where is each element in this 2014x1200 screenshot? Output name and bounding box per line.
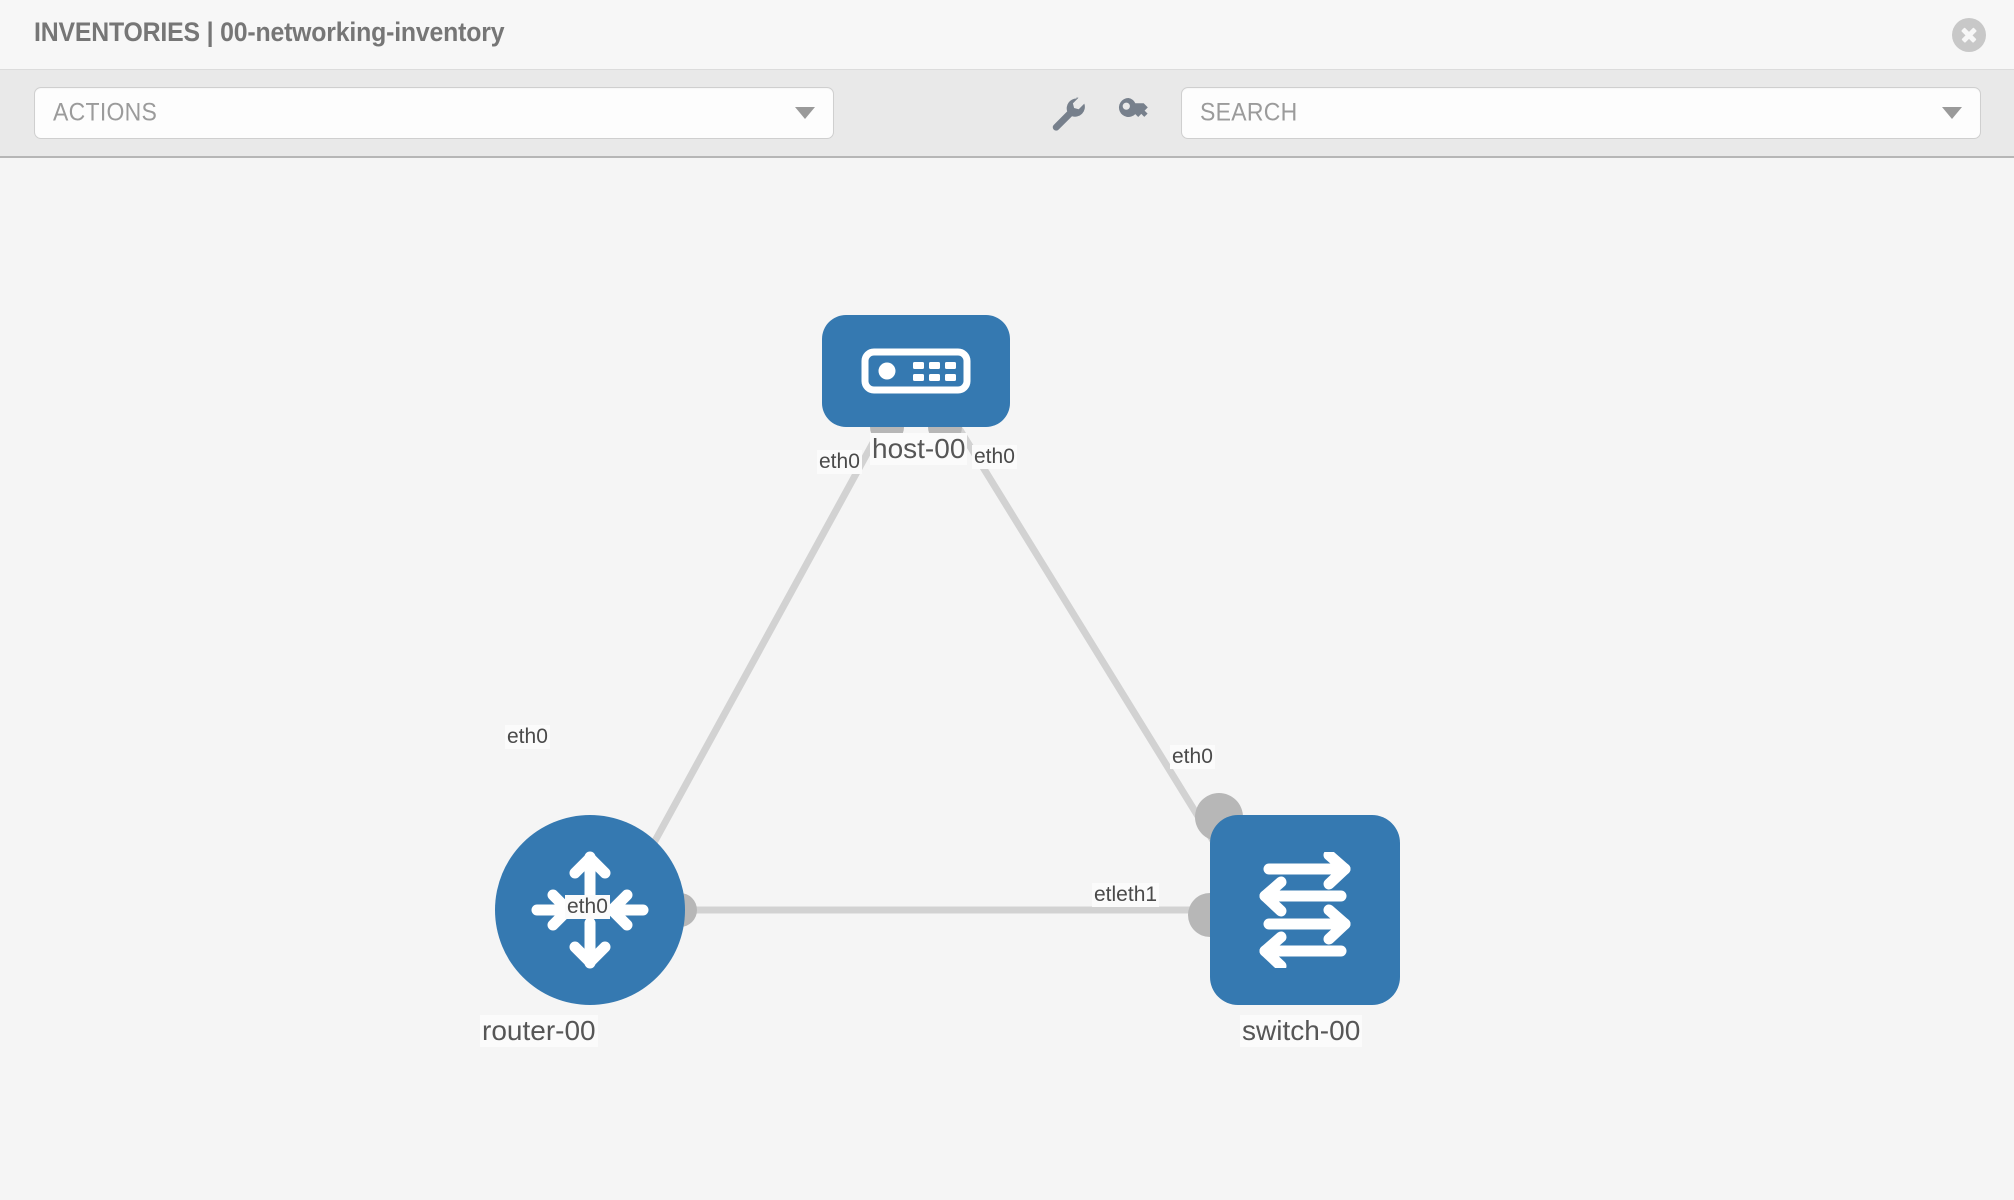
close-icon[interactable]: [1952, 18, 1986, 52]
server-icon: [861, 348, 971, 394]
edge-host-router: [646, 426, 884, 854]
node-label-router-00: router-00: [480, 1015, 598, 1047]
router-arrows-icon: [531, 851, 649, 969]
edge-host-switch: [956, 426, 1229, 864]
topology-canvas[interactable]: host-00 eth0 eth0 router-00 eth0 et: [0, 160, 2014, 1200]
iface-label-router-to-host: eth0: [505, 725, 550, 749]
wrench-icon[interactable]: [1040, 87, 1092, 139]
chevron-down-icon: [795, 107, 815, 119]
chevron-down-icon: [1942, 107, 1962, 119]
iface-label-switch-to-router: etleth1: [1092, 883, 1160, 907]
iface-label-host-left: eth0: [817, 450, 862, 474]
switch-arrows-icon: [1259, 852, 1351, 968]
search-input[interactable]: SEARCH: [1181, 87, 1981, 139]
iface-label-host-right: eth0: [972, 445, 1017, 469]
switch-node-shape[interactable]: [1210, 815, 1400, 1005]
actions-dropdown[interactable]: ACTIONS: [34, 87, 834, 139]
host-node-shape[interactable]: [822, 315, 1010, 427]
node-label-switch-00: switch-00: [1240, 1015, 1363, 1047]
header-bar: INVENTORIES | 00-networking-inventory: [0, 0, 2014, 70]
topology-edges: [646, 426, 1229, 914]
actions-dropdown-label: ACTIONS: [53, 98, 158, 127]
iface-label-router-to-switch: eth0: [565, 895, 610, 919]
key-icon[interactable]: [1108, 87, 1160, 139]
toolbar: ACTIONS SEARCH: [0, 70, 2014, 158]
node-label-host-00: host-00: [870, 433, 968, 465]
iface-label-switch-to-host: eth0: [1170, 745, 1215, 769]
page-title: INVENTORIES | 00-networking-inventory: [34, 17, 505, 47]
search-placeholder: SEARCH: [1200, 98, 1298, 127]
